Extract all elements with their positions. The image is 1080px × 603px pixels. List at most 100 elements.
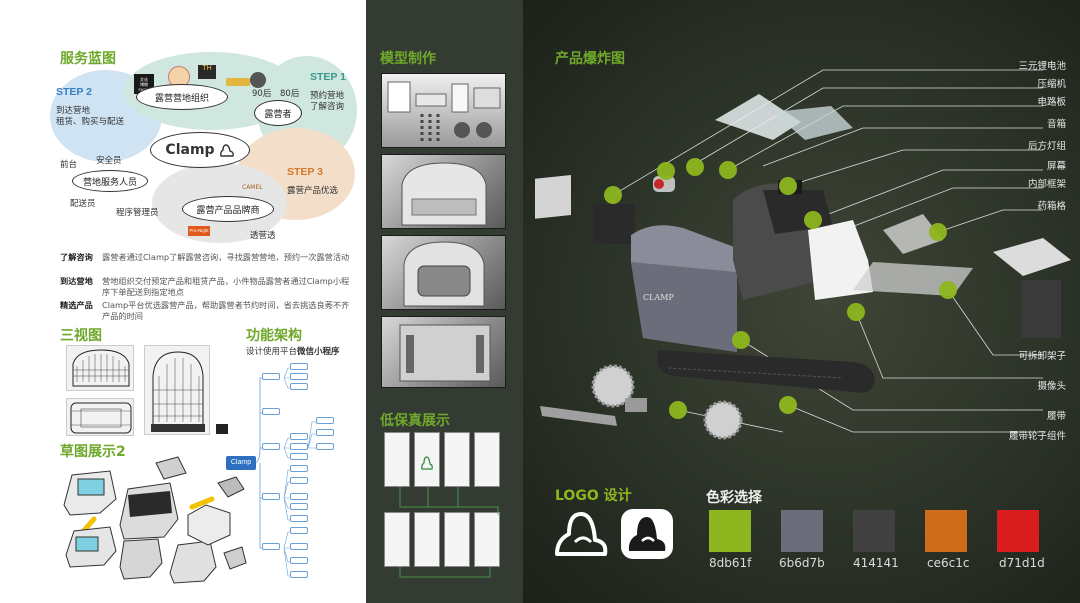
wireframe-screen: [384, 512, 410, 567]
tree-root-node: Clamp: [226, 456, 256, 470]
color-swatch-orange: [925, 510, 967, 552]
model-photo-4: [381, 316, 506, 388]
part-label: 电路板: [1037, 97, 1066, 108]
service-blueprint: STEP 2 到达营地 租赁、购买与配送 STEP 1 预约营地 了解咨询 ST…: [50, 52, 357, 248]
model-track-drawing: [399, 324, 491, 382]
part-label: 履带: [1046, 411, 1066, 422]
hat-logo-outline-icon: [555, 512, 608, 556]
step3-label: STEP 3: [287, 166, 323, 178]
color-swatch-charcoal: [853, 510, 895, 552]
desc-arrive-value: 营地组织交付预定产品和租赁产品，小件物品露营者通过Clamp小程序下单配送到指定…: [102, 276, 350, 297]
color-selection-title: 色彩选择: [706, 490, 762, 506]
desc-arrive: 到达营地营地组织交付预定产品和租赁产品，小件物品露营者通过Clamp小程序下单配…: [60, 276, 360, 298]
sketch-title: 草图展示2: [60, 444, 126, 460]
tree-node: [316, 417, 334, 424]
model-making-title: 模型制作: [380, 51, 436, 67]
corner-badge: [216, 424, 228, 434]
tree-node: [290, 465, 308, 472]
color-hex-label: 8db61f: [709, 556, 752, 570]
tree-node: [316, 443, 334, 450]
logo-design-title: LOGO 设计: [555, 488, 632, 504]
desc-select-value: Clamp平台优选露营产品，帮助露营者节约时间，省去挑选良莠不齐产品的时间: [102, 300, 350, 321]
tree-node: [316, 429, 334, 436]
tree-node: [290, 527, 308, 534]
program-tag: 程序管理员: [116, 208, 159, 218]
function-title: 功能架构: [246, 328, 302, 344]
model-front-drawing: [403, 241, 485, 307]
color-swatch-slate: [781, 510, 823, 552]
camper-node: 露营者: [254, 100, 302, 126]
body-brand-text: CLAMP: [643, 293, 674, 302]
middle-panel: 模型制作 低保真展示: [366, 0, 523, 603]
part-label: 三元锂电池: [1018, 61, 1066, 72]
front-view-wireframe: [66, 345, 134, 391]
exploded-view-title: 产品爆炸图: [555, 51, 625, 67]
part-label: 内部框架: [1027, 179, 1066, 190]
part-label: 履带轮子组件: [1008, 431, 1066, 442]
exploded-robot-illustration: CLAMP: [535, 69, 1071, 440]
part-label: 可拆卸架子: [1018, 351, 1066, 362]
part-label: 压缩机: [1037, 79, 1066, 90]
function-subtitle-platform: 微信小程序: [297, 347, 340, 357]
tree-node: [290, 543, 308, 550]
part-label: 音箱: [1046, 119, 1066, 130]
desc-select: 精选产品 Clamp平台优选露营产品，帮助露营者节约时间，省去挑选良莠不齐产品的时…: [60, 300, 360, 322]
tree-node: [262, 493, 280, 500]
model-body-drawing: [401, 162, 487, 226]
step2-label: STEP 2: [56, 86, 92, 98]
desc-consult-key: 了解咨询: [60, 252, 93, 262]
desc-select-key: 精选产品: [60, 300, 93, 310]
tree-node: [290, 493, 308, 500]
low-fi-title: 低保真展示: [380, 413, 450, 429]
top-view-wireframe: [66, 398, 134, 436]
color-swatch-green: [709, 510, 751, 552]
tree-node: [290, 503, 308, 510]
tree-node: [262, 543, 280, 550]
tree-node: [290, 477, 308, 484]
model-photo-3: [381, 235, 506, 310]
clamp-center-text: Clamp: [165, 142, 215, 158]
delivery-tag: 配送员: [70, 199, 96, 209]
wireframe-logo-drawing: [421, 456, 433, 470]
color-hex-label: 6b6d7b: [779, 556, 825, 570]
tree-node: [290, 571, 308, 578]
camel-brand: CAMEL: [242, 184, 263, 191]
part-label: 摄像头: [1037, 381, 1066, 392]
wireframe-screen: [414, 512, 440, 567]
age90-tag: 90后: [252, 89, 272, 99]
part-label: 药箱格: [1037, 201, 1066, 212]
tree-node: [290, 373, 308, 380]
step3-line1: 露营产品优选: [287, 186, 339, 196]
blueprint-title: 服务蓝图: [60, 51, 116, 67]
tree-node: [262, 443, 280, 450]
transparent-brand: 透营透: [250, 231, 276, 241]
brand-node: 露营产品品牌商: [182, 196, 274, 222]
tree-node: [290, 515, 308, 522]
tree-node: [290, 363, 308, 370]
tree-node: [290, 433, 308, 440]
hat-logo-filled-drawing: [628, 517, 666, 551]
wireframe-screen: [384, 432, 410, 487]
wireframe-screen: [474, 432, 500, 487]
sketch-illustration: [63, 456, 247, 584]
step2-line2: 租赁、购买与配送: [56, 117, 125, 127]
step1-label: STEP 1: [310, 71, 346, 83]
color-hex-label: d71d1d: [999, 556, 1045, 570]
front-desk-tag: 前台: [60, 160, 78, 170]
clamp-center-node: Clamp: [150, 132, 250, 168]
color-hex-label: 414141: [853, 556, 899, 570]
camp-org-node: 露营营地组织: [136, 84, 228, 110]
right-panel: 产品爆炸图: [523, 0, 1080, 603]
tree-node: [290, 557, 308, 564]
side-view-wireframe: [144, 345, 210, 435]
step1-line2: 了解咨询: [310, 102, 345, 112]
hat-logo-filled-icon: [621, 509, 673, 559]
color-hex-label: ce6c1c: [927, 556, 970, 570]
age80-tag: 80后: [280, 89, 300, 99]
model-parts-photo: [381, 73, 506, 148]
wireframe-screen: [444, 432, 470, 487]
tree-node: [290, 453, 308, 460]
desc-consult-value: 露营者通过Clamp了解露营咨询，寻找露营营地，预约一次露营活动: [102, 252, 350, 262]
staff-node: 营地服务人员: [72, 170, 148, 192]
wireframe-flow-lines: [399, 487, 499, 578]
